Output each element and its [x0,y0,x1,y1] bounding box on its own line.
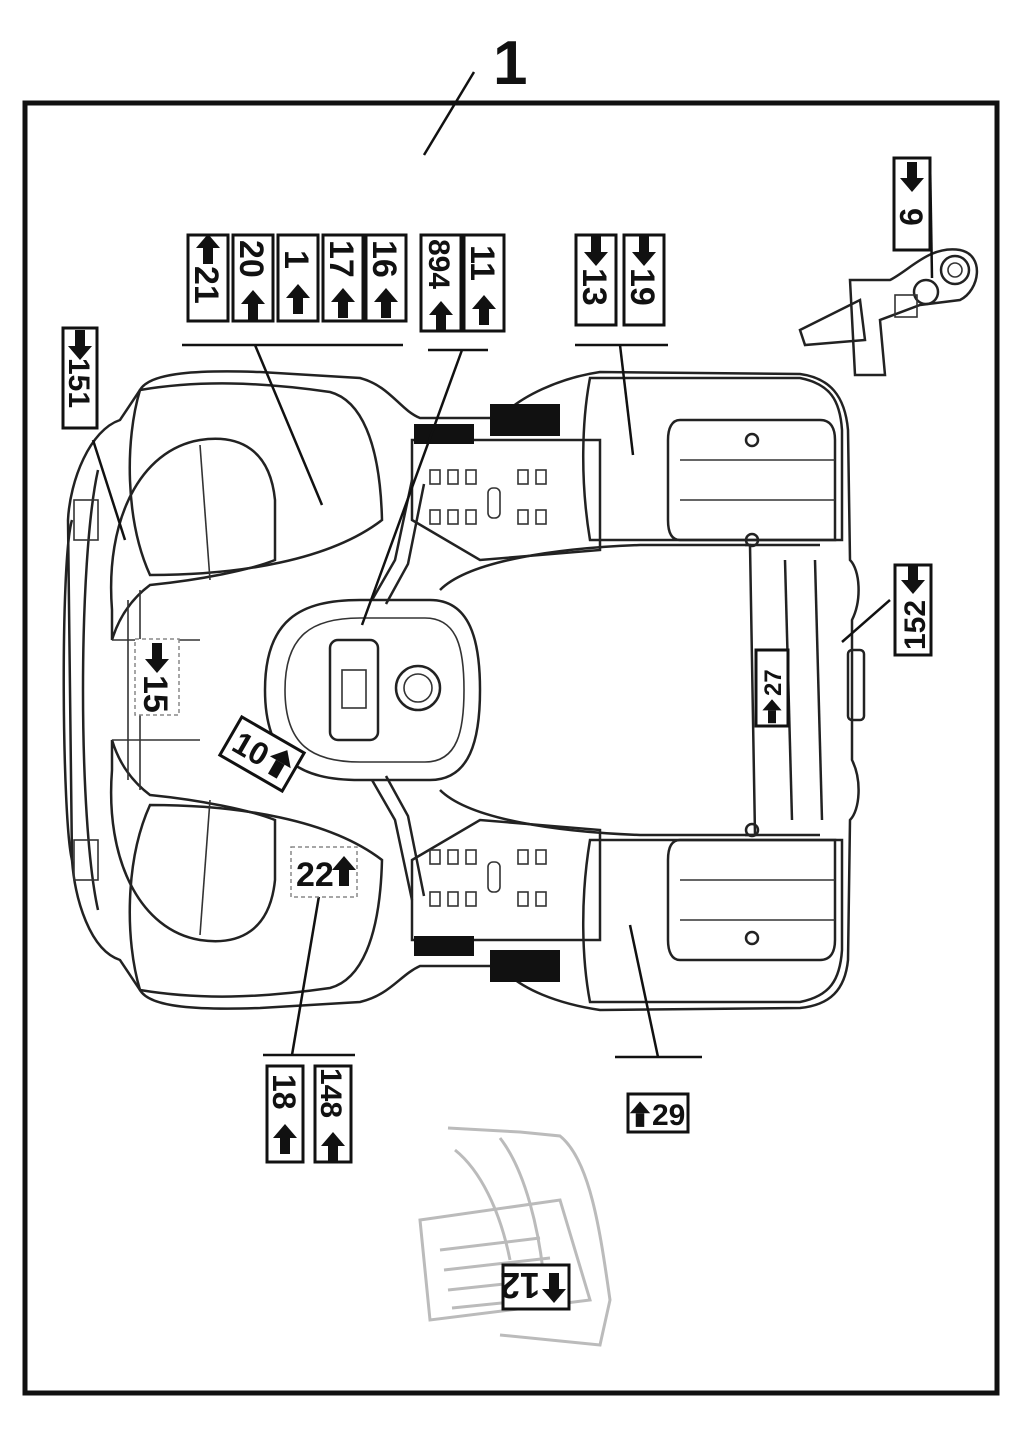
diagram-frame [22,100,1000,1396]
svg-text:13: 13 [575,268,613,306]
callout-1: 1 [493,29,527,98]
part-label-148: 148 [313,1064,353,1164]
svg-text:11: 11 [463,245,501,281]
svg-text:152: 152 [899,600,932,650]
part-label-22: 22 [290,846,358,898]
part-label-16: 16 [364,233,408,323]
part-label-11: 11 [462,233,506,333]
svg-text:19: 19 [623,268,661,306]
svg-text:21: 21 [187,266,225,304]
svg-text:894: 894 [422,239,455,289]
svg-text:27: 27 [760,669,787,696]
part-label-19: 19 [622,233,666,327]
part-label-20: 20 [231,233,275,323]
part-label-9: 9 [892,156,932,252]
callout-1-leader [422,71,476,156]
part-label-17: 17 [321,233,365,323]
svg-text:18: 18 [266,1074,302,1110]
svg-text:9: 9 [893,208,929,226]
part-label-152: 152 [893,563,933,657]
svg-text:29: 29 [652,1099,685,1132]
svg-text:16: 16 [365,240,403,278]
part-label-21: 21 [186,233,230,323]
part-label-12: 12 [500,1263,571,1311]
part-label-29: 29 [626,1092,690,1134]
part-label-10: 10 [217,714,307,794]
svg-text:20: 20 [232,240,270,278]
svg-text:22: 22 [296,856,334,894]
part-label-894: 894 [419,233,463,333]
svg-text:17: 17 [322,240,360,278]
part-label-13: 13 [574,233,618,327]
part-label-18: 18 [265,1064,305,1164]
leader-lines [91,343,891,1059]
part-label-151: 151 [61,326,99,430]
part-label-15: 15 [134,638,180,716]
bracket-sketch [798,157,979,377]
svg-text:151: 151 [62,358,95,408]
svg-text:148: 148 [314,1068,347,1118]
atv-top-view [62,370,866,1012]
svg-text:1: 1 [277,250,315,269]
svg-text:12: 12 [500,1265,540,1306]
part-label-1: 1 [276,233,320,323]
part-label-27: 27 [754,648,790,728]
footrest-sketch [418,1126,612,1347]
svg-text:15: 15 [136,675,174,713]
